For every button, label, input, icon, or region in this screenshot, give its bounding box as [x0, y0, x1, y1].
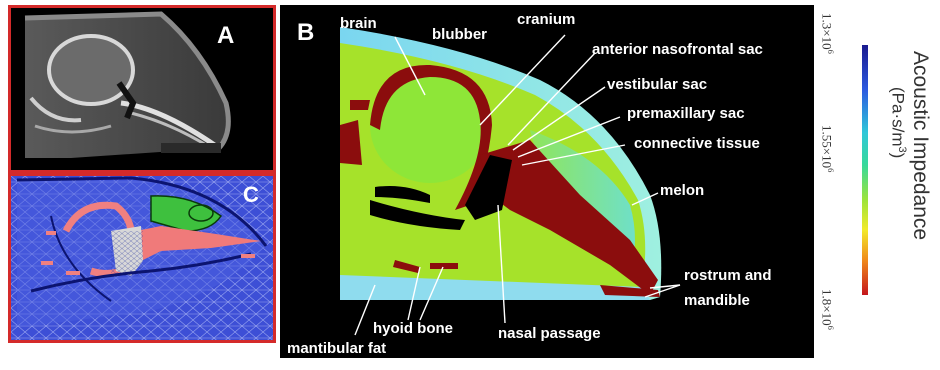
- colorbar: 1.3×106 1.55×106 1.8×106 Acoustic Impeda…: [814, 5, 940, 365]
- label-nasal-passage: nasal passage: [498, 325, 601, 342]
- label-hyoid-bone: hyoid bone: [373, 320, 453, 337]
- panel-a-ct-scan: A: [8, 5, 276, 173]
- panel-letter-b: B: [297, 19, 314, 47]
- panel-b-impedance-map: B brain blubber cranium anterior nasofro…: [280, 5, 814, 358]
- finite-element-mesh-image: [11, 176, 273, 340]
- colorbar-tick-middle: 1.55×106: [819, 125, 836, 172]
- label-mantibular-fat: mantibular fat: [287, 340, 386, 357]
- label-vestibular-sac: vestibular sac: [607, 76, 707, 93]
- label-cranium: cranium: [517, 11, 575, 28]
- colorbar-gradient: [862, 45, 868, 295]
- label-melon: melon: [660, 182, 704, 199]
- panel-c-mesh: C: [8, 173, 276, 343]
- label-connective-tissue: connective tissue: [634, 135, 760, 152]
- label-blubber: blubber: [432, 26, 487, 43]
- colorbar-tick-top: 1.3×106: [819, 13, 836, 54]
- panel-letter-a: A: [217, 22, 234, 50]
- label-brain: brain: [340, 15, 377, 32]
- label-premaxillary-sac: premaxillary sac: [627, 105, 745, 122]
- label-mandible: mandible: [684, 292, 750, 309]
- label-rostrum-and: rostrum and: [684, 267, 772, 284]
- colorbar-title: Acoustic Impedance: [908, 51, 932, 240]
- colorbar-unit: (Pa·s/m3): [887, 87, 908, 158]
- colorbar-tick-bottom: 1.8×106: [819, 289, 836, 330]
- panel-letter-c: C: [243, 182, 259, 208]
- label-anterior-nasofrontal-sac: anterior nasofrontal sac: [592, 41, 763, 58]
